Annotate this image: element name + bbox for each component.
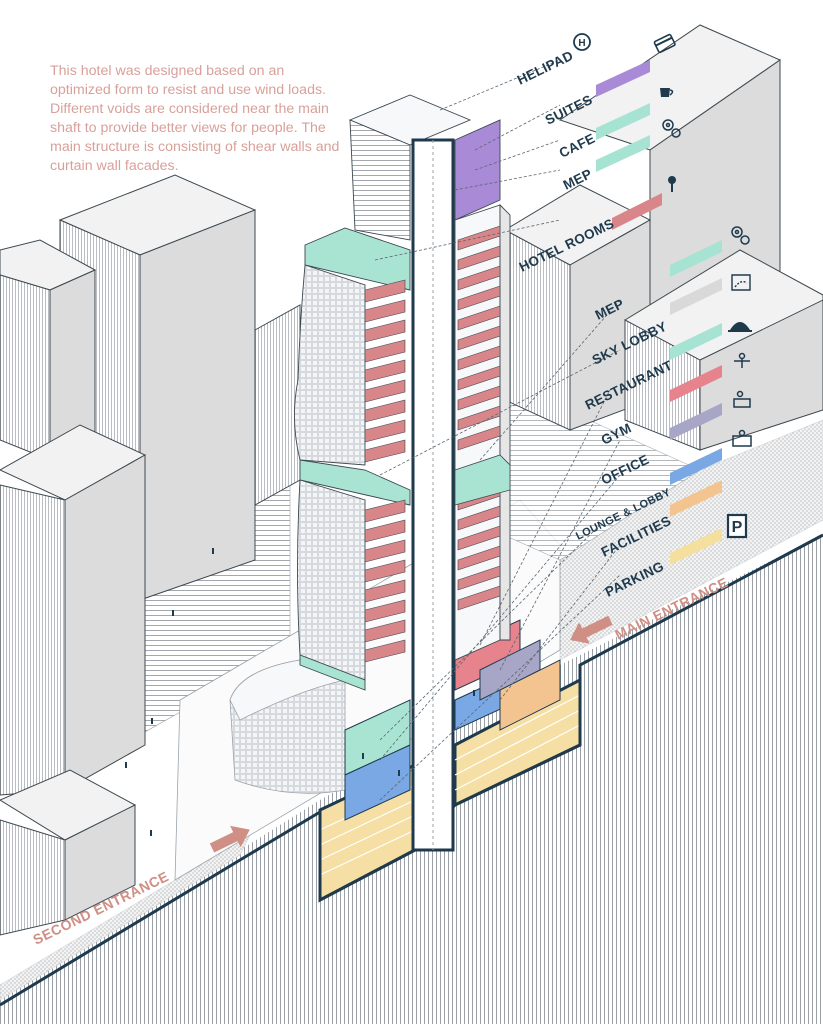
sky-lobby-gray-bar <box>670 278 722 315</box>
gears-icon <box>662 119 681 138</box>
lounge-lobby-bar <box>670 480 722 517</box>
weightlifter-icon <box>734 352 750 368</box>
parking-icon-glyph: P <box>732 519 743 536</box>
meeting-icon <box>732 429 752 447</box>
leader-lines <box>374 59 621 801</box>
balconies-left <box>364 279 406 663</box>
restaurant-bar <box>670 365 722 402</box>
parking-bar <box>670 528 722 565</box>
core-shaft <box>411 138 455 852</box>
podium-building <box>229 659 347 794</box>
map-route-icon <box>731 274 751 291</box>
helipad-icon: H <box>573 33 591 51</box>
gears-icon <box>731 226 750 245</box>
office-bar <box>670 448 722 485</box>
gym-bar <box>670 403 722 440</box>
credit-card-icon <box>653 33 676 54</box>
people-figures <box>125 548 475 836</box>
context-buildings-left <box>0 174 301 936</box>
cafe-bar <box>596 103 650 140</box>
tower-left-wing <box>294 227 411 691</box>
label-color-bars <box>596 60 722 565</box>
helipad-icon-glyph: H <box>578 38 585 49</box>
label-helipad: HELIPAD <box>515 48 576 88</box>
parking-icon: P <box>726 513 748 539</box>
label-cafe: CAFE <box>557 131 598 161</box>
description-text: This hotel was designed based on an opti… <box>50 63 340 174</box>
mep-mid-bar <box>670 240 722 277</box>
second-entrance-arrow <box>209 825 250 853</box>
weightlifter-icon <box>733 390 751 408</box>
mep-top-bar <box>596 135 650 172</box>
tower-top-block <box>348 94 501 241</box>
room-key-icon <box>668 176 676 192</box>
suites-bar <box>596 60 650 97</box>
sky-lobby-bar <box>670 323 722 360</box>
hotel-rooms-bar <box>612 193 662 230</box>
coffee-cup-icon <box>660 88 674 97</box>
food-cloche-icon <box>728 322 752 332</box>
main-entrance-arrow <box>570 615 613 644</box>
sky-lobby-green-band <box>454 454 511 506</box>
